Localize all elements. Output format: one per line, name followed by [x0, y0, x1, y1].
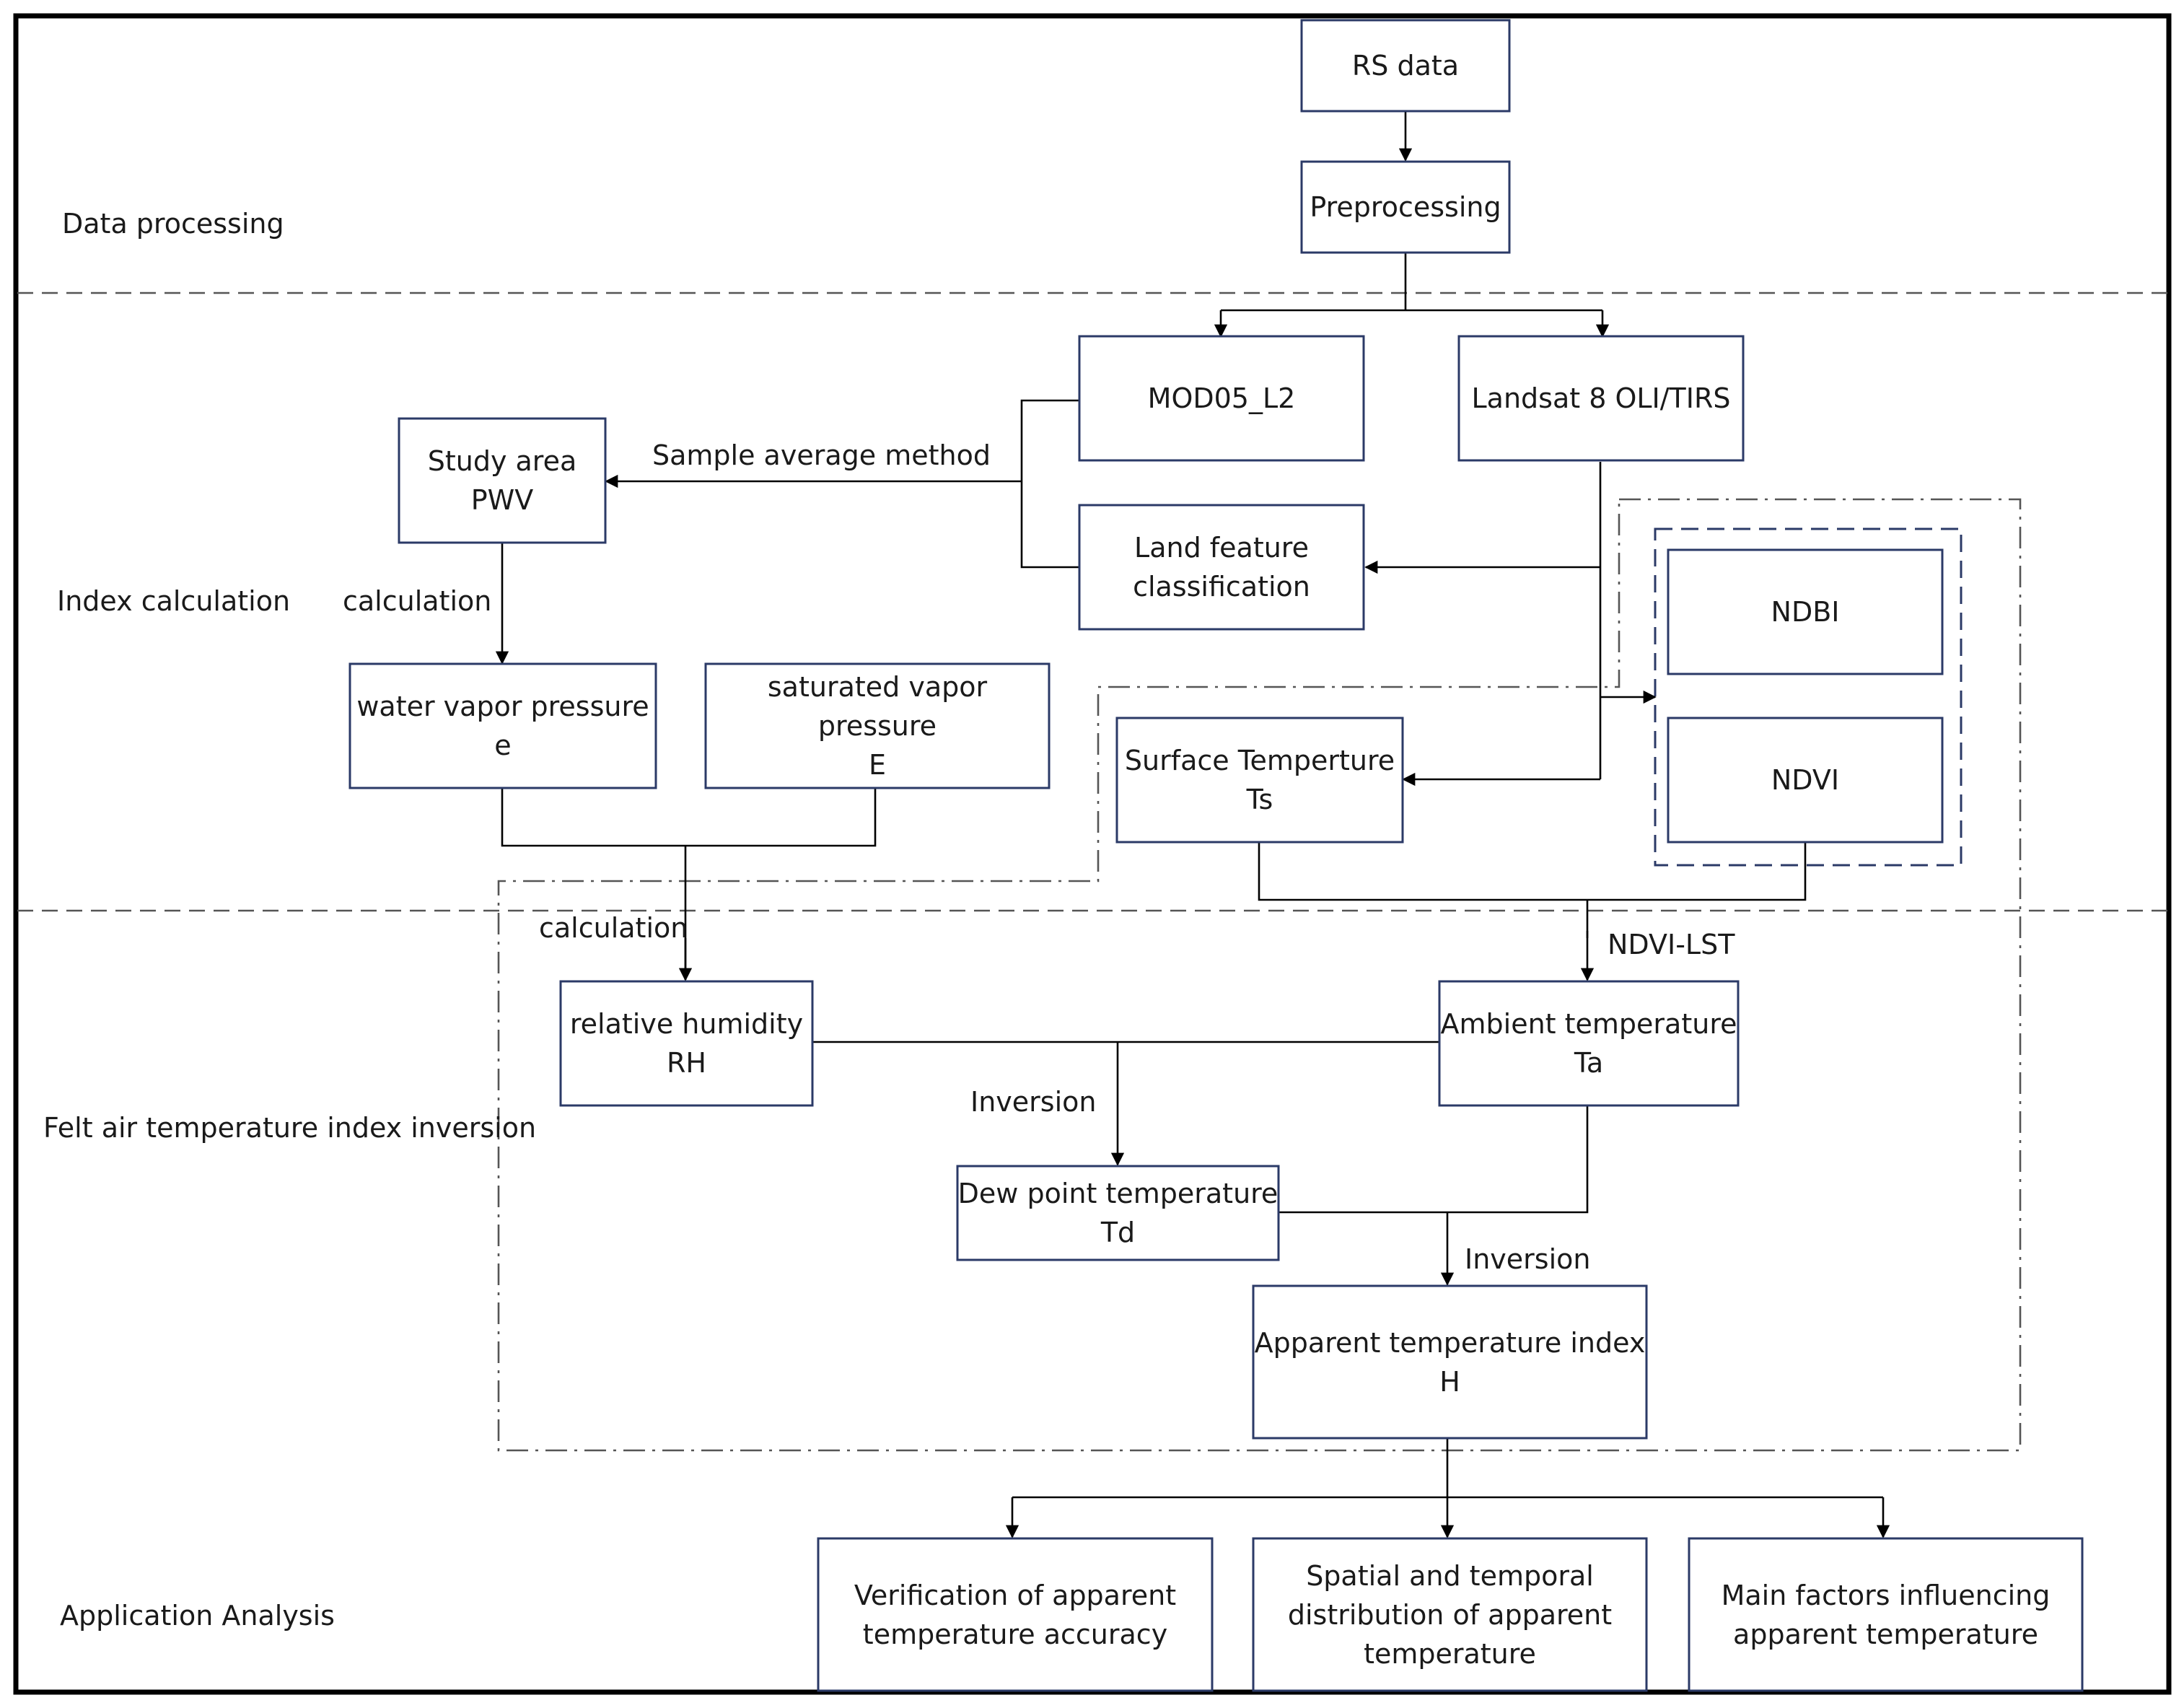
- box-rh-shape: [559, 980, 814, 1107]
- box-surface-temp-line2: Ts: [1246, 784, 1273, 815]
- box-rh: relative humidity RH: [561, 981, 812, 1105]
- box-verification: Verification of apparent temperature acc…: [818, 1538, 1212, 1691]
- box-rh-line1: relative humidity: [569, 1008, 804, 1040]
- box-sat-vapor-line1: saturated vapor pressure: [767, 671, 988, 742]
- box-dew: Dew point temperature Td: [957, 1166, 1279, 1260]
- box-verification-line2: temperature accuracy: [862, 1618, 1168, 1650]
- box-ndbi-label: NDBI: [1771, 596, 1840, 628]
- box-water-vapor-line1: water vapor pressure: [356, 691, 649, 722]
- index-group-outline: [1654, 527, 1962, 867]
- box-factors-shape: [1688, 1537, 2084, 1692]
- box-preprocessing: Preprocessing: [1302, 162, 1509, 253]
- edge-label-inversion-2: Inversion: [1465, 1243, 1591, 1275]
- box-ndvi-label: NDVI: [1771, 764, 1840, 796]
- box-dew-line1: Dew point temperature: [957, 1178, 1279, 1209]
- box-spatial-line1: Spatial and temporal: [1306, 1559, 1594, 1592]
- box-dew-shape: [956, 1165, 1280, 1261]
- edge-label-inversion-1: Inversion: [970, 1086, 1097, 1118]
- edge-dew-ambient: [1279, 1105, 1589, 1214]
- box-water-vapor-line2: e: [494, 730, 512, 761]
- box-land-feature-line2: classification: [1133, 571, 1310, 603]
- box-rs-data: RS data: [1302, 20, 1509, 111]
- box-verification-line1: Verification of apparent: [854, 1579, 1177, 1611]
- edge-vapor-merge: [501, 788, 877, 979]
- edge-label-calculation-1: calculation: [343, 585, 492, 617]
- edge-label-ndvi-lst: NDVI-LST: [1608, 929, 1735, 960]
- box-ambient: Ambient temperature Ta: [1439, 981, 1738, 1105]
- box-surface-temp: Surface Temperture Ts: [1117, 718, 1403, 842]
- box-sat-vapor-shape: [704, 662, 1051, 789]
- box-apparent-line1: Apparent temperature index: [1254, 1326, 1646, 1359]
- box-preprocessing-label: Preprocessing: [1310, 191, 1501, 223]
- box-verification-shape: [817, 1537, 1214, 1692]
- box-study-area: Study area PWV: [399, 419, 605, 543]
- box-landsat: Landsat 8 OLI/TIRS: [1459, 336, 1743, 460]
- section-data-processing: Data processing: [62, 208, 284, 240]
- box-apparent-shape: [1252, 1284, 1648, 1440]
- edge-bracket-mod05-land: [1020, 399, 1079, 569]
- box-landsat-label: Landsat 8 OLI/TIRS: [1471, 382, 1731, 414]
- box-ndvi: NDVI: [1668, 718, 1942, 842]
- section-felt-inversion: Felt air temperature index inversion: [43, 1108, 536, 1147]
- edge-label-calculation-2: calculation: [539, 912, 688, 944]
- box-rs-data-label: RS data: [1351, 50, 1460, 82]
- box-ambient-line2: Ta: [1574, 1047, 1604, 1079]
- box-spatial-shape: [1252, 1537, 1648, 1692]
- box-land-feature-line1: Land feature: [1134, 532, 1309, 564]
- box-spatial: Spatial and temporal distribution of app…: [1253, 1538, 1646, 1691]
- box-dew-line2: Td: [1100, 1217, 1136, 1248]
- box-sat-vapor: saturated vapor pressure E: [706, 664, 1049, 788]
- box-study-area-shape: [398, 417, 607, 544]
- box-preprocessing-shape: [1300, 160, 1511, 254]
- box-land-feature: Land feature classification: [1079, 505, 1364, 629]
- box-ndvi-shape: [1667, 717, 1944, 844]
- box-spatial-line2: distribution of apparent: [1287, 1598, 1613, 1631]
- box-mod05: MOD05_L2: [1079, 336, 1364, 460]
- box-water-vapor: water vapor pressure e: [350, 664, 656, 788]
- box-rs-data-shape: [1300, 19, 1511, 113]
- inversion-group-outline: [497, 498, 2022, 1452]
- box-factors-line1: Main factors influencing: [1721, 1579, 2051, 1611]
- box-ndbi: NDBI: [1668, 550, 1942, 674]
- box-ambient-shape: [1438, 980, 1740, 1107]
- box-factors: Main factors influencing apparent temper…: [1689, 1538, 2082, 1691]
- box-study-area-line1: Study area: [427, 445, 577, 477]
- box-sat-vapor-line2: E: [868, 749, 886, 781]
- box-factors-line2: apparent temperature: [1733, 1618, 2038, 1650]
- box-apparent: Apparent temperature index H: [1253, 1286, 1646, 1438]
- box-ambient-line1: Ambient temperature: [1440, 1008, 1737, 1040]
- box-surface-temp-shape: [1115, 717, 1404, 844]
- section-application-analysis: Application Analysis: [60, 1600, 335, 1632]
- box-landsat-shape: [1457, 335, 1745, 462]
- box-mod05-shape: [1078, 335, 1365, 462]
- box-ndbi-shape: [1667, 548, 1944, 675]
- box-spatial-line3: temperature: [1364, 1637, 1536, 1670]
- section-index-calculation: Index calculation: [57, 585, 291, 617]
- box-study-area-line2: PWV: [470, 484, 534, 516]
- box-land-feature-shape: [1078, 504, 1365, 631]
- box-mod05-label: MOD05_L2: [1147, 382, 1296, 414]
- box-rh-line2: RH: [667, 1047, 706, 1079]
- edge-label-sample-average: Sample average method: [652, 439, 991, 471]
- box-apparent-line2: H: [1439, 1365, 1460, 1398]
- outer-frame: [13, 13, 2172, 1695]
- edge-ts-ndvi-merge: [1258, 842, 1807, 938]
- edge-preprocessing-split: [1221, 253, 1602, 312]
- box-water-vapor-shape: [348, 662, 657, 789]
- box-surface-temp-line1: Surface Temperture: [1124, 745, 1395, 776]
- section-felt-inversion-line1: Felt air temperature: [43, 1112, 319, 1144]
- section-felt-inversion-line2: index inversion: [327, 1112, 537, 1144]
